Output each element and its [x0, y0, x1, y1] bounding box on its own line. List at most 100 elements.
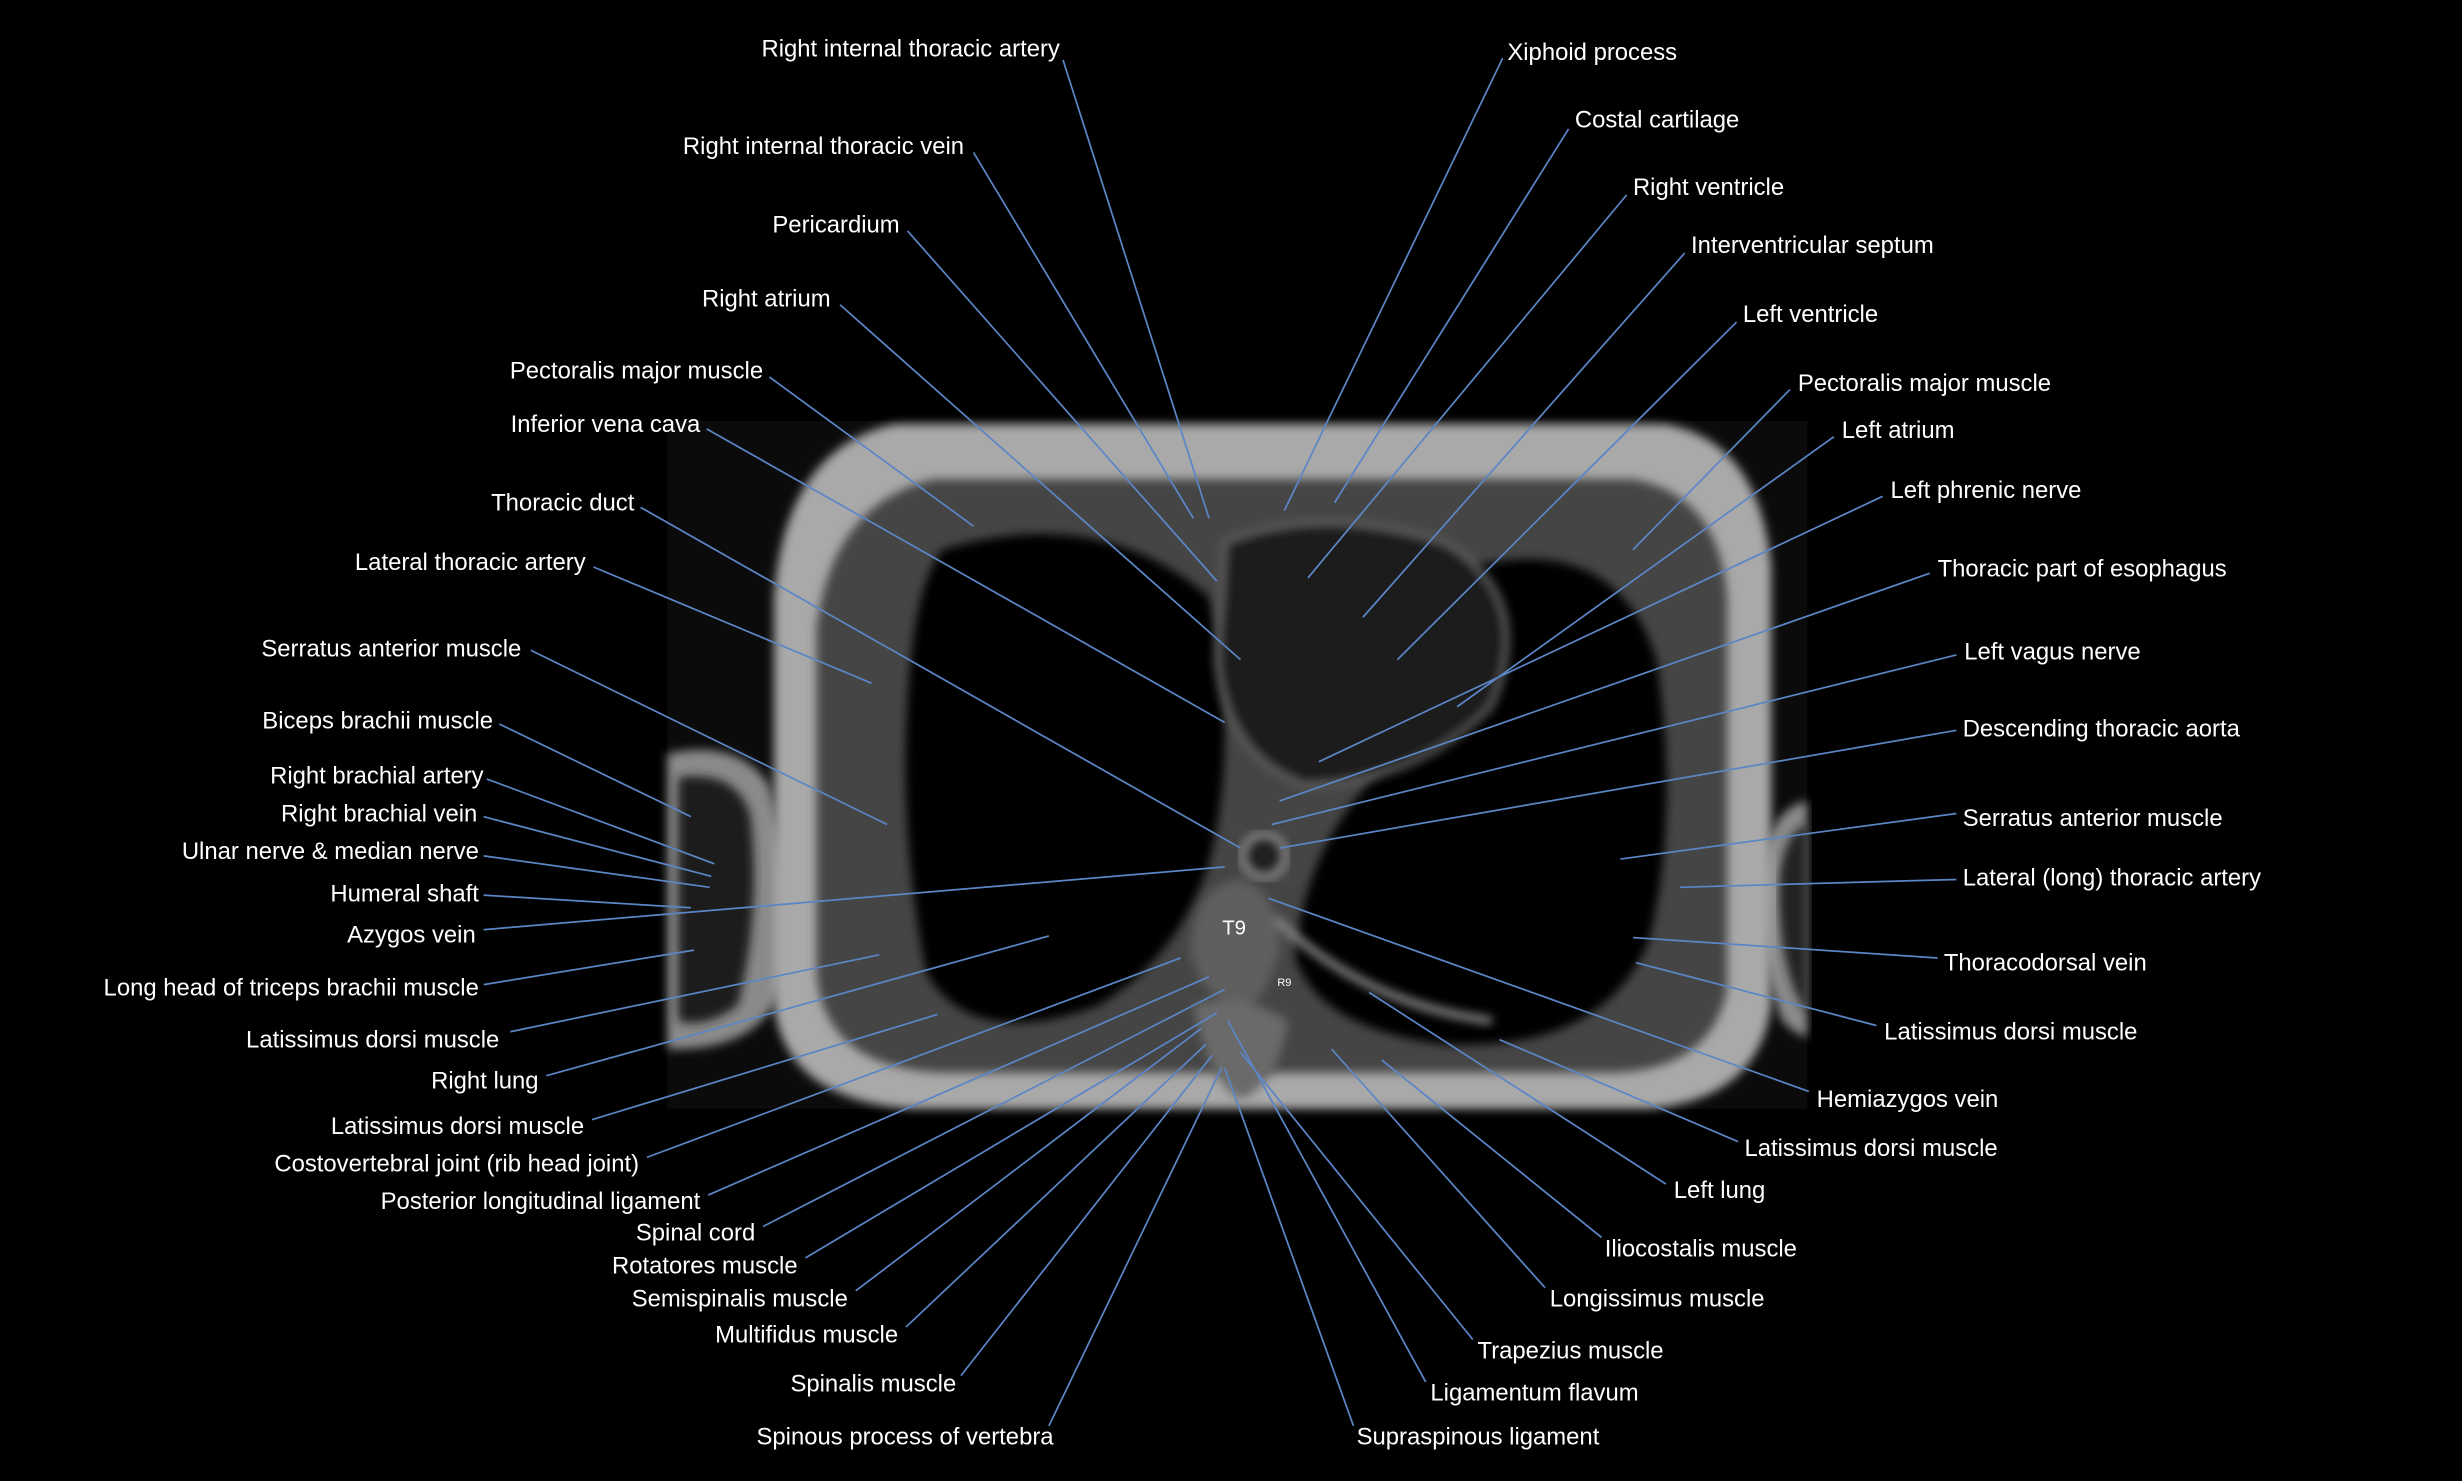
label-costovertebral-joint-rib-head-joint: Costovertebral joint (rib head joint)	[274, 1151, 639, 1178]
leader-line-xiphoid-process	[1283, 57, 1504, 511]
label-semispinalis-muscle: Semispinalis muscle	[632, 1286, 848, 1313]
leader-line-spinous-process-of-vertebra	[1048, 1067, 1223, 1427]
label-costal-cartilage: Costal cartilage	[1575, 106, 1739, 133]
leader-line-right-ventricle	[1307, 194, 1628, 579]
leader-line-ulnar-nerve-median-nerve	[483, 855, 710, 889]
leader-line-left-vagus-nerve	[1271, 654, 1957, 826]
leader-line-supraspinous-ligament	[1223, 1067, 1355, 1427]
label-latissimus-dorsi-muscle: Latissimus dorsi muscle	[246, 1026, 499, 1053]
leader-line-right-internal-thoracic-vein	[972, 152, 1195, 519]
leader-line-semispinalis-muscle	[855, 1027, 1202, 1292]
leader-line-latissimus-dorsi-muscle	[591, 1013, 938, 1121]
label-latissimus-dorsi-muscle: Latissimus dorsi muscle	[1884, 1019, 2137, 1046]
leader-line-lateral-long-thoracic-artery	[1680, 878, 1957, 889]
label-humeral-shaft: Humeral shaft	[330, 880, 479, 907]
leader-line-iliocostalis-muscle	[1381, 1059, 1603, 1239]
label-thoracodorsal-vein: Thoracodorsal vein	[1944, 950, 2147, 977]
leader-line-azygos-vein	[483, 866, 1225, 931]
label-rotatores-muscle: Rotatores muscle	[612, 1253, 798, 1280]
leader-line-longissimus-muscle	[1330, 1048, 1546, 1289]
label-descending-thoracic-aorta: Descending thoracic aorta	[1963, 716, 2241, 743]
vertebra-label: T9	[1222, 917, 1246, 939]
label-right-lung: Right lung	[431, 1067, 538, 1094]
leader-line-spinal-cord	[762, 988, 1226, 1228]
label-hemiazygos-vein: Hemiazygos vein	[1817, 1086, 1999, 1113]
leader-line-pectoralis-major-muscle	[768, 376, 975, 527]
label-serratus-anterior-muscle: Serratus anterior muscle	[261, 635, 521, 662]
rib-label: R9	[1277, 977, 1291, 989]
label-supraspinous-ligament: Supraspinous ligament	[1357, 1424, 1600, 1451]
label-biceps-brachii-muscle: Biceps brachii muscle	[262, 708, 493, 735]
descending-aorta	[1239, 831, 1289, 881]
label-thoracic-duct: Thoracic duct	[491, 489, 635, 516]
leader-line-ligamentum-flavum	[1227, 1020, 1427, 1383]
label-ligamentum-flavum: Ligamentum flavum	[1430, 1380, 1638, 1407]
leader-line-pericardium	[906, 230, 1218, 582]
label-trapezius-muscle: Trapezius muscle	[1478, 1337, 1664, 1364]
leader-line-serratus-anterior-muscle	[530, 649, 888, 826]
label-pectoralis-major-muscle: Pectoralis major muscle	[510, 358, 763, 385]
label-spinal-cord: Spinal cord	[636, 1220, 755, 1247]
leader-line-inferior-vena-cava	[706, 428, 1226, 724]
leader-line-multifidus-muscle	[905, 1043, 1207, 1328]
vertebra-t9	[1190, 879, 1280, 1013]
label-left-atrium: Left atrium	[1842, 417, 1955, 444]
label-latissimus-dorsi-muscle: Latissimus dorsi muscle	[1744, 1135, 1997, 1162]
leader-line-thoracic-part-of-esophagus	[1279, 572, 1931, 802]
mri-image: T9 R9	[667, 420, 1808, 1109]
leader-line-left-phrenic-nerve	[1318, 495, 1883, 763]
leader-line-descending-thoracic-aorta	[1279, 729, 1957, 849]
leader-line-thoracodorsal-vein	[1632, 936, 1938, 959]
leader-line-latissimus-dorsi-muscle	[1635, 961, 1877, 1027]
leader-line-biceps-brachii-muscle	[498, 723, 692, 818]
label-left-ventricle: Left ventricle	[1743, 301, 1878, 328]
leader-line-left-ventricle	[1396, 321, 1738, 661]
label-left-vagus-nerve: Left vagus nerve	[1964, 639, 2140, 666]
label-interventricular-septum: Interventricular septum	[1691, 232, 1934, 259]
label-right-internal-thoracic-artery: Right internal thoracic artery	[761, 36, 1059, 63]
label-multifidus-muscle: Multifidus muscle	[715, 1322, 898, 1349]
leader-line-thoracic-duct	[640, 506, 1241, 849]
leader-line-costal-cartilage	[1333, 128, 1570, 504]
leader-line-latissimus-dorsi-muscle	[510, 953, 880, 1033]
leader-line-left-atrium	[1456, 435, 1835, 708]
leader-line-lateral-thoracic-artery	[593, 566, 872, 684]
leader-line-right-brachial-artery	[486, 778, 715, 865]
leader-line-spinalis-muscle	[960, 1054, 1213, 1377]
leader-line-humeral-shaft	[483, 894, 691, 909]
leader-line-hemiazygos-vein	[1268, 897, 1810, 1093]
right-lung-region	[905, 534, 1225, 1023]
label-pericardium: Pericardium	[772, 212, 899, 239]
label-left-phrenic-nerve: Left phrenic nerve	[1890, 477, 2081, 504]
label-latissimus-dorsi-muscle: Latissimus dorsi muscle	[331, 1113, 584, 1140]
leader-line-long-head-of-triceps-brachii-muscle	[483, 949, 695, 986]
label-long-head-of-triceps-brachii-muscle: Long head of triceps brachii muscle	[104, 975, 479, 1002]
leader-line-right-internal-thoracic-artery	[1062, 59, 1210, 519]
label-right-brachial-vein: Right brachial vein	[281, 800, 477, 827]
leader-line-right-atrium	[839, 304, 1241, 661]
leader-line-pectoralis-major-muscle	[1632, 388, 1791, 551]
label-right-atrium: Right atrium	[702, 285, 831, 312]
label-iliocostalis-muscle: Iliocostalis muscle	[1605, 1235, 1797, 1262]
leader-line-interventricular-septum	[1362, 252, 1686, 618]
leader-line-latissimus-dorsi-muscle	[1499, 1038, 1739, 1143]
label-inferior-vena-cava: Inferior vena cava	[511, 411, 701, 438]
label-right-brachial-artery: Right brachial artery	[270, 763, 484, 790]
label-left-lung: Left lung	[1674, 1177, 1766, 1204]
label-right-ventricle: Right ventricle	[1633, 174, 1784, 201]
label-lateral-thoracic-artery: Lateral thoracic artery	[355, 549, 586, 576]
label-azygos-vein: Azygos vein	[347, 921, 476, 948]
label-xiphoid-process: Xiphoid process	[1507, 39, 1677, 66]
label-lateral-long-thoracic-artery: Lateral (long) thoracic artery	[1963, 865, 2261, 892]
leader-line-serratus-anterior-muscle	[1620, 812, 1957, 860]
leader-line-costovertebral-joint-rib-head-joint	[646, 957, 1182, 1159]
label-pectoralis-major-muscle: Pectoralis major muscle	[1798, 370, 2051, 397]
leader-line-trapezius-muscle	[1239, 1051, 1474, 1341]
leader-line-posterior-longitudinal-ligament	[707, 976, 1210, 1196]
leader-line-right-lung	[546, 935, 1050, 1077]
heart	[1214, 519, 1510, 788]
label-ulnar-nerve-median-nerve: Ulnar nerve & median nerve	[182, 838, 479, 865]
label-serratus-anterior-muscle: Serratus anterior muscle	[1963, 805, 2223, 832]
